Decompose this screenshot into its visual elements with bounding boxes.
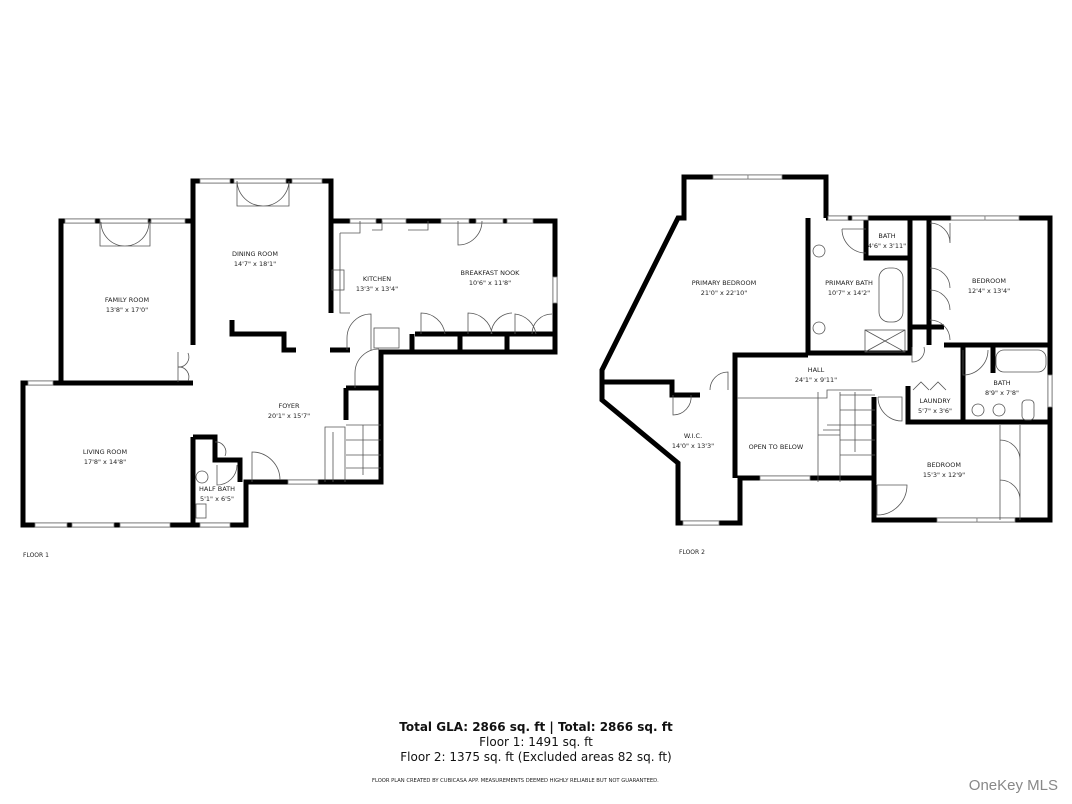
room-name: BREAKFAST NOOK bbox=[461, 269, 521, 277]
room-dims: 20'1" x 15'7" bbox=[268, 412, 310, 420]
room-dims: 17'8" x 14'8" bbox=[84, 458, 126, 466]
room-name: LAUNDRY bbox=[920, 397, 951, 405]
floor-2-label: FLOOR 2 bbox=[679, 549, 705, 556]
room-dims: 15'3" x 12'9" bbox=[923, 471, 965, 479]
room-name: FOYER bbox=[278, 402, 300, 410]
brand-watermark: OneKey MLS bbox=[968, 777, 1058, 794]
room-dims: 14'7" x 18'1" bbox=[234, 260, 276, 268]
room-dims: 4'6" x 3'11" bbox=[868, 242, 906, 250]
area-summary: Total GLA: 2866 sq. ft | Total: 2866 sq.… bbox=[0, 720, 1072, 765]
room-name: HALL bbox=[808, 366, 825, 374]
room-name: OPEN TO BELOW bbox=[749, 443, 804, 451]
floor-1-fixtures bbox=[99, 180, 553, 519]
floor-2-fixtures bbox=[672, 222, 1047, 520]
room-dims: 12'4" x 13'4" bbox=[968, 287, 1010, 295]
room-name: FAMILY ROOM bbox=[105, 296, 149, 304]
room-name: DINING ROOM bbox=[232, 250, 278, 258]
room-dims: 13'3" x 13'4" bbox=[356, 285, 398, 293]
room-name: PRIMARY BATH bbox=[825, 279, 873, 287]
room-dims: 10'6" x 11'8" bbox=[469, 279, 511, 287]
floor-1-area: Floor 1: 1491 sq. ft bbox=[479, 735, 593, 749]
room-name: BATH bbox=[878, 232, 895, 240]
floor-1-plan: FAMILY ROOM 13'8" x 17'0" DINING ROOM 14… bbox=[20, 178, 558, 559]
room-dims: 5'7" x 3'6" bbox=[918, 407, 952, 415]
disclaimer: FLOOR PLAN CREATED BY CUBICASA APP. MEAS… bbox=[372, 778, 659, 784]
room-dims: 14'0" x 13'3" bbox=[672, 442, 714, 450]
room-dims: 5'1" x 6'5" bbox=[200, 495, 234, 503]
floor-2-area: Floor 2: 1375 sq. ft (Excluded areas 82 … bbox=[400, 750, 672, 764]
floor-2-labels: PRIMARY BEDROOM 21'0" x 22'10" BATH 4'6"… bbox=[672, 232, 1019, 556]
total-area: Total GLA: 2866 sq. ft | Total: 2866 sq.… bbox=[399, 720, 673, 734]
floor-1-walls bbox=[20, 178, 558, 528]
room-name: BEDROOM bbox=[927, 461, 961, 469]
room-name: KITCHEN bbox=[363, 275, 391, 283]
room-dims: 21'0" x 22'10" bbox=[701, 289, 747, 297]
floor-2-plan: PRIMARY BEDROOM 21'0" x 22'10" BATH 4'6"… bbox=[599, 174, 1053, 556]
room-name: HALF BATH bbox=[199, 485, 235, 493]
room-dims: 8'9" x 7'8" bbox=[985, 389, 1019, 397]
room-name: BEDROOM bbox=[972, 277, 1006, 285]
floor-1-label: FLOOR 1 bbox=[23, 552, 49, 559]
room-name: PRIMARY BEDROOM bbox=[692, 279, 756, 287]
floor-2-walls bbox=[599, 174, 1053, 526]
floor-1-windows bbox=[27, 178, 558, 528]
room-name: BATH bbox=[993, 379, 1010, 387]
room-dims: 10'7" x 14'2" bbox=[828, 289, 870, 297]
room-name: W.I.C. bbox=[684, 432, 702, 440]
room-dims: 24'1" x 9'11" bbox=[795, 376, 837, 384]
room-dims: 13'8" x 17'0" bbox=[106, 306, 148, 314]
floor-1-labels: FAMILY ROOM 13'8" x 17'0" DINING ROOM 14… bbox=[23, 250, 520, 559]
room-name: LIVING ROOM bbox=[83, 448, 127, 456]
floor-2-windows bbox=[682, 174, 1053, 526]
